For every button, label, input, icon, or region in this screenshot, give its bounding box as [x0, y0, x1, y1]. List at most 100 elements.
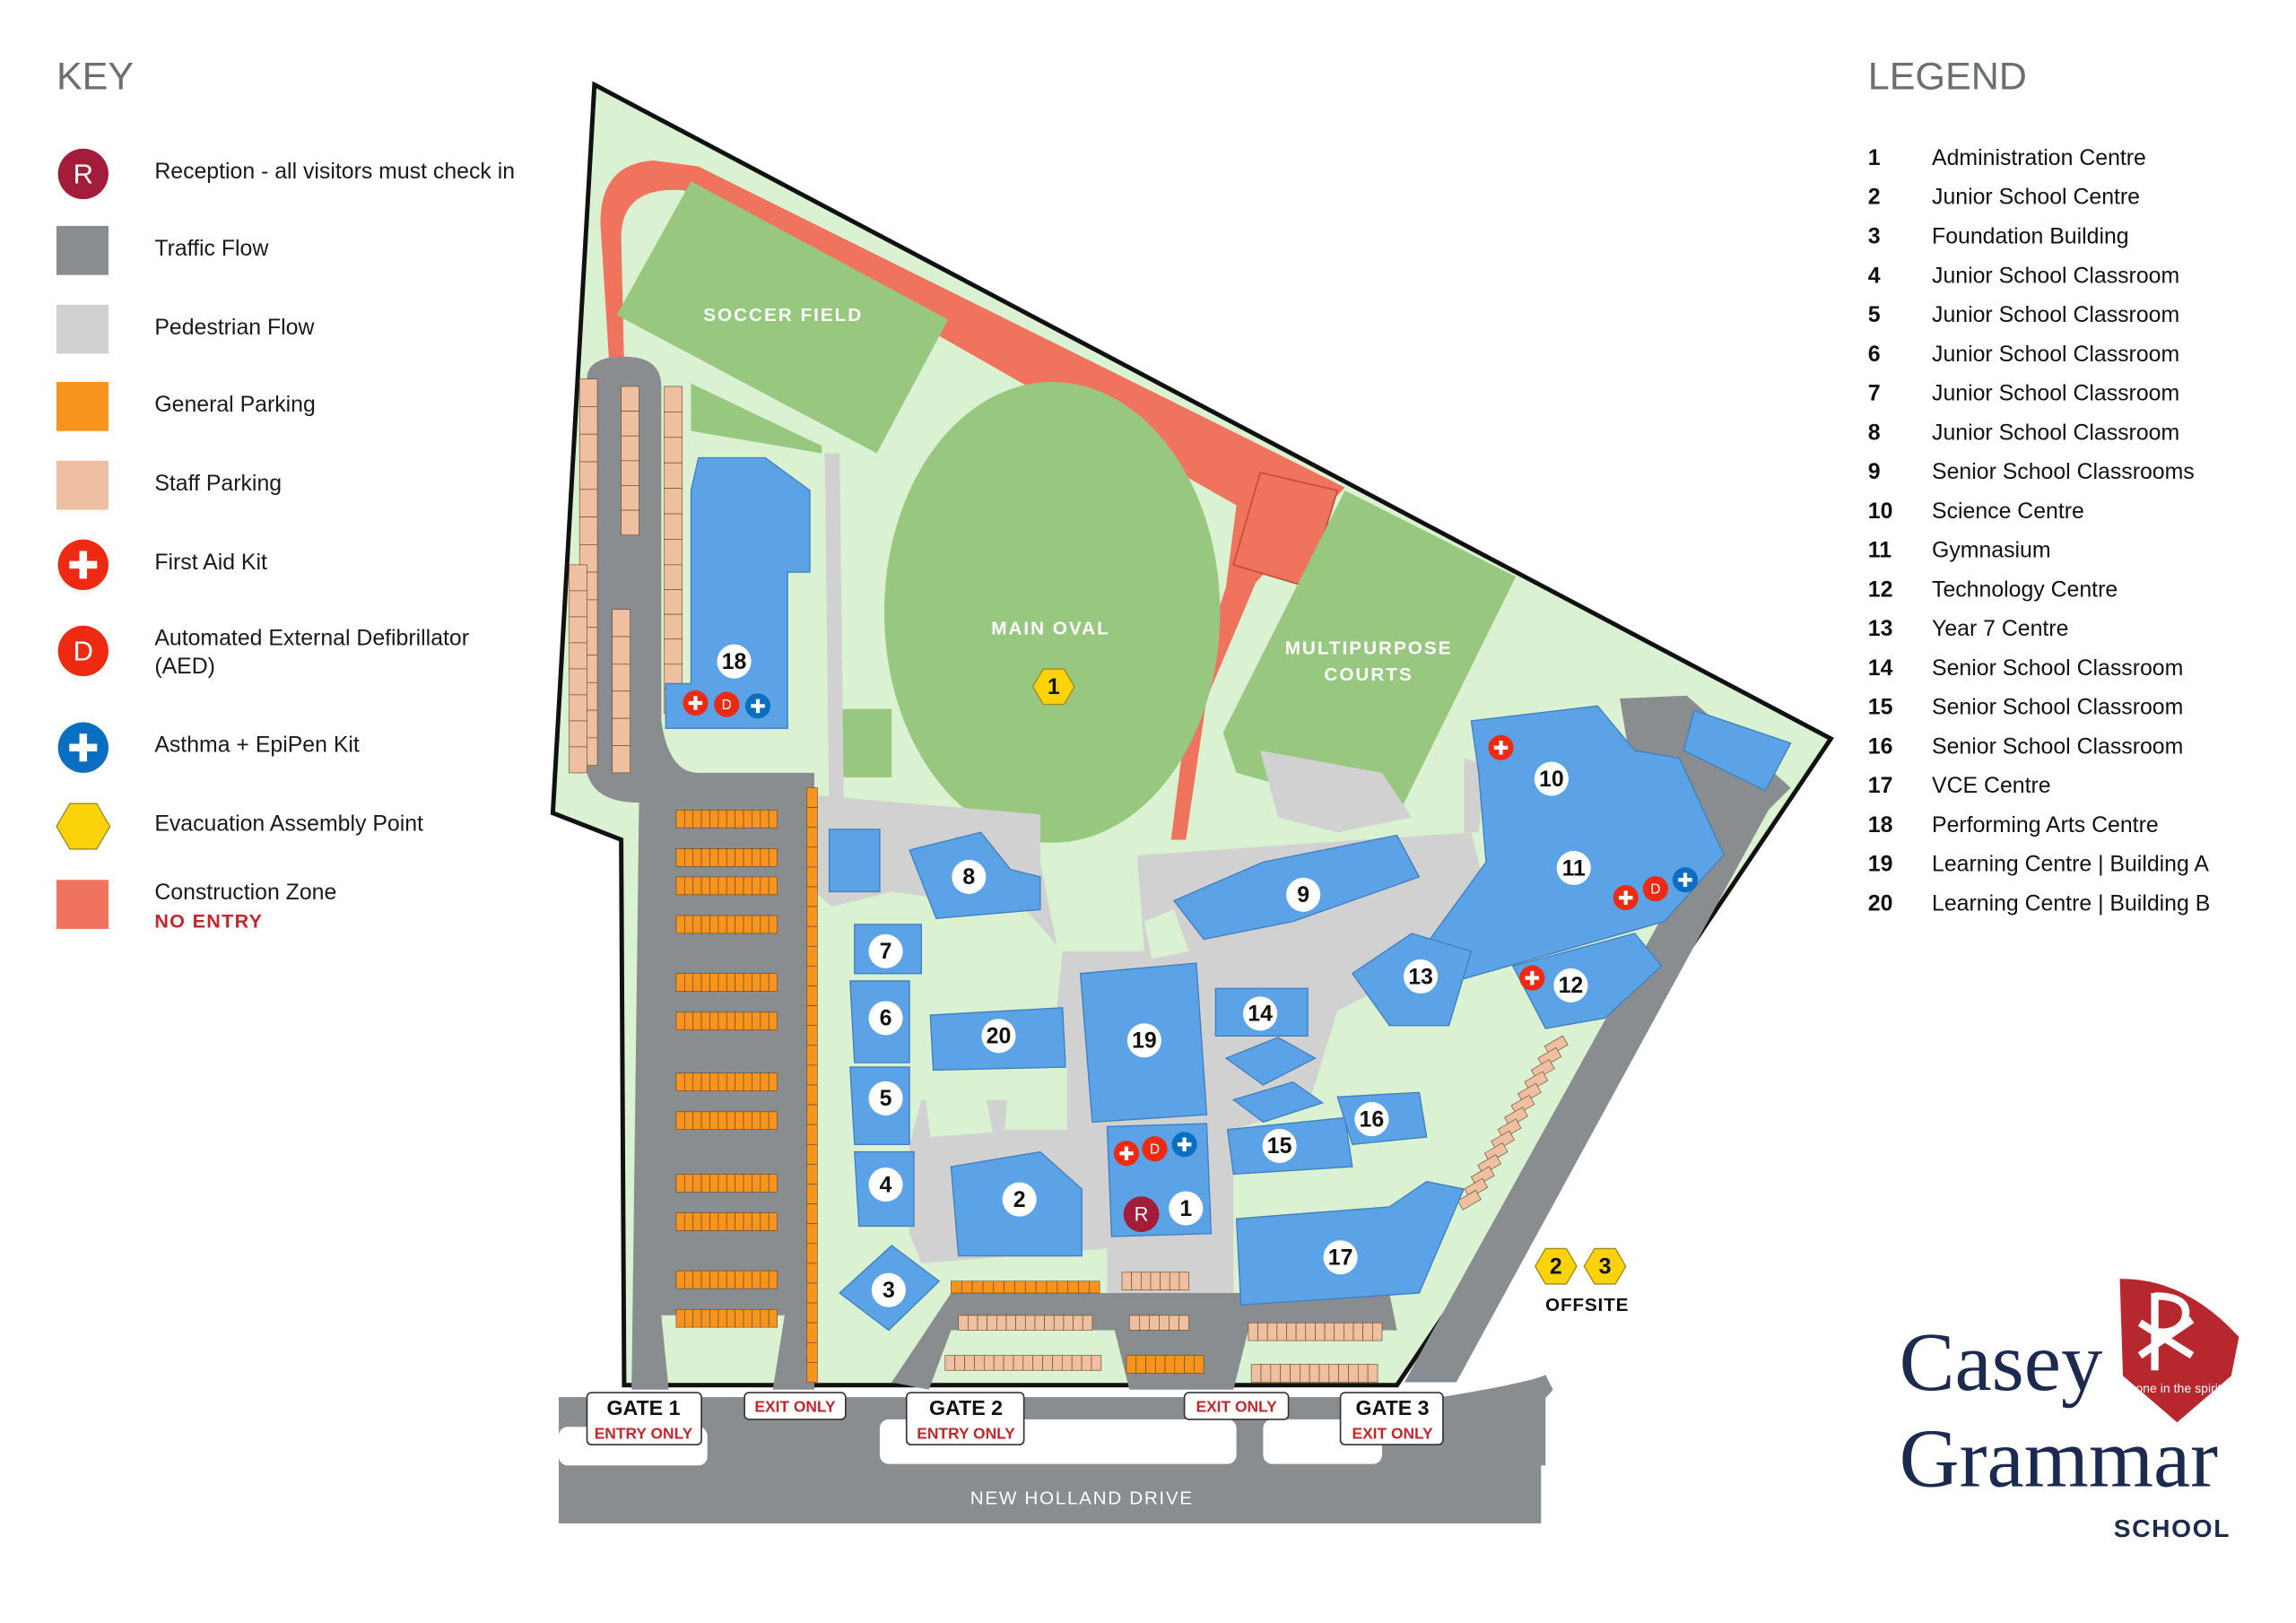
- parking-stall: [1348, 1364, 1359, 1383]
- building-number-badge[interactable]: 12: [1553, 968, 1588, 1002]
- parking-stall: [1537, 1046, 1562, 1068]
- glyph: D: [722, 698, 732, 713]
- parking-stall: [1280, 1364, 1291, 1383]
- parking-stall: [726, 1111, 735, 1131]
- parking-stall: [806, 1005, 818, 1027]
- gate-3-title: GATE 3: [1356, 1396, 1430, 1419]
- building-number-badge[interactable]: 3: [871, 1272, 906, 1307]
- parking-stall: [743, 915, 752, 934]
- building-number-badge[interactable]: 15: [1262, 1128, 1297, 1164]
- building[interactable]: [1683, 709, 1792, 792]
- parking-stall: [675, 1174, 685, 1193]
- parking-areas: [569, 378, 1569, 1383]
- parking-stall: [612, 664, 631, 692]
- building-number-badge[interactable]: 6: [868, 1001, 903, 1036]
- building-number-badge[interactable]: 10: [1534, 761, 1569, 796]
- parking-stall: [1044, 1315, 1055, 1331]
- parking-stall: [1169, 1315, 1179, 1331]
- parking-stall: [683, 810, 694, 829]
- parking-stall: [806, 945, 818, 967]
- staff-parking-swatch: [56, 460, 109, 510]
- parking-stall: [1530, 1059, 1555, 1080]
- building-number-badge[interactable]: 2: [1002, 1182, 1037, 1217]
- assembly-point-number: 1: [1048, 675, 1060, 699]
- parking-stall: [806, 1184, 818, 1204]
- parking-stall: [806, 866, 818, 888]
- legend-name: Science Centre: [1932, 499, 2084, 524]
- parking-stall: [806, 1223, 818, 1245]
- parking-stall: [735, 1270, 744, 1289]
- building-number-badge[interactable]: 4: [868, 1167, 903, 1202]
- parking-stall: [726, 973, 735, 992]
- building-number-badge[interactable]: 5: [868, 1081, 903, 1115]
- building-number-badge[interactable]: 16: [1354, 1102, 1389, 1137]
- building-number-badge[interactable]: 18: [717, 644, 752, 679]
- building-number-badge[interactable]: 19: [1126, 1023, 1161, 1058]
- parking-stall: [1052, 1355, 1063, 1371]
- parking-stall: [806, 1164, 818, 1185]
- parking-stall: [768, 848, 778, 867]
- legend-name: Senior School Classroom: [1932, 696, 2183, 720]
- parking-stall: [726, 1270, 735, 1289]
- parking-stall: [806, 1243, 818, 1264]
- legend-number: 1: [1868, 146, 1881, 170]
- parking-stall: [735, 848, 744, 867]
- legend-name: Junior School Classroom: [1932, 421, 2179, 445]
- legend-number: 5: [1868, 303, 1881, 327]
- pedestrian-flow-swatch: [56, 304, 109, 354]
- building[interactable]: [1425, 705, 1725, 982]
- traffic-flow-swatch: [56, 225, 109, 275]
- parking-stall: [1032, 1355, 1043, 1371]
- parking-stall: [1128, 1315, 1140, 1331]
- building[interactable]: [1231, 1081, 1325, 1124]
- evacuation-point-icon: [56, 803, 111, 850]
- building-number-badge[interactable]: 20: [981, 1019, 1016, 1054]
- parking-stall: [675, 915, 685, 934]
- building[interactable]: [1224, 1037, 1317, 1086]
- first-aid-icon: [1113, 1141, 1140, 1167]
- parking-stall: [760, 1011, 770, 1030]
- building-number: 20: [987, 1025, 1012, 1049]
- parking-stall: [1091, 1355, 1102, 1371]
- parking-stall: [683, 1072, 694, 1091]
- building-number: 9: [1297, 883, 1309, 907]
- parking-stall: [683, 848, 694, 867]
- parking-stall: [1053, 1315, 1065, 1331]
- legend-number: 17: [1868, 774, 1893, 798]
- building[interactable]: [828, 829, 881, 893]
- parking-stall: [760, 810, 770, 829]
- building-number-badge[interactable]: 11: [1556, 850, 1591, 886]
- parking-stall: [664, 589, 683, 615]
- legend-name: Junior School Classroom: [1932, 382, 2179, 406]
- crest-chi-rho-icon: [2137, 1292, 2195, 1371]
- building-number-badge[interactable]: 13: [1403, 959, 1439, 994]
- parking-stall: [1139, 1315, 1150, 1331]
- parking-stall: [1305, 1322, 1316, 1341]
- building-number-badge[interactable]: 17: [1323, 1240, 1358, 1275]
- parking-stall: [806, 1362, 818, 1383]
- building[interactable]: [1235, 1181, 1465, 1306]
- parking-stall: [675, 1011, 685, 1030]
- main-oval: [883, 381, 1221, 843]
- parking-stall: [692, 915, 702, 934]
- parking-stall: [961, 1280, 973, 1294]
- parking-stall: [569, 720, 587, 748]
- building-number-badge[interactable]: 14: [1243, 996, 1278, 1031]
- parking-stall: [752, 1072, 761, 1091]
- building-number: 1: [1179, 1197, 1192, 1221]
- building-number-badge[interactable]: 9: [1286, 877, 1321, 912]
- building-number-badge[interactable]: 8: [952, 859, 987, 894]
- asthma-epipen-icon: [744, 693, 771, 719]
- building-number-badge[interactable]: 1: [1169, 1191, 1204, 1226]
- legend-number: 4: [1868, 264, 1881, 288]
- building-number-badge[interactable]: 7: [868, 933, 903, 968]
- parking-stall: [1504, 1107, 1528, 1127]
- evacuation-assembly-point: 1: [1031, 668, 1075, 706]
- parking-stall: [1257, 1322, 1268, 1341]
- parking-stall: [692, 1270, 702, 1289]
- building[interactable]: [665, 456, 811, 729]
- parking-stall: [735, 915, 744, 934]
- building-number: 3: [883, 1279, 895, 1303]
